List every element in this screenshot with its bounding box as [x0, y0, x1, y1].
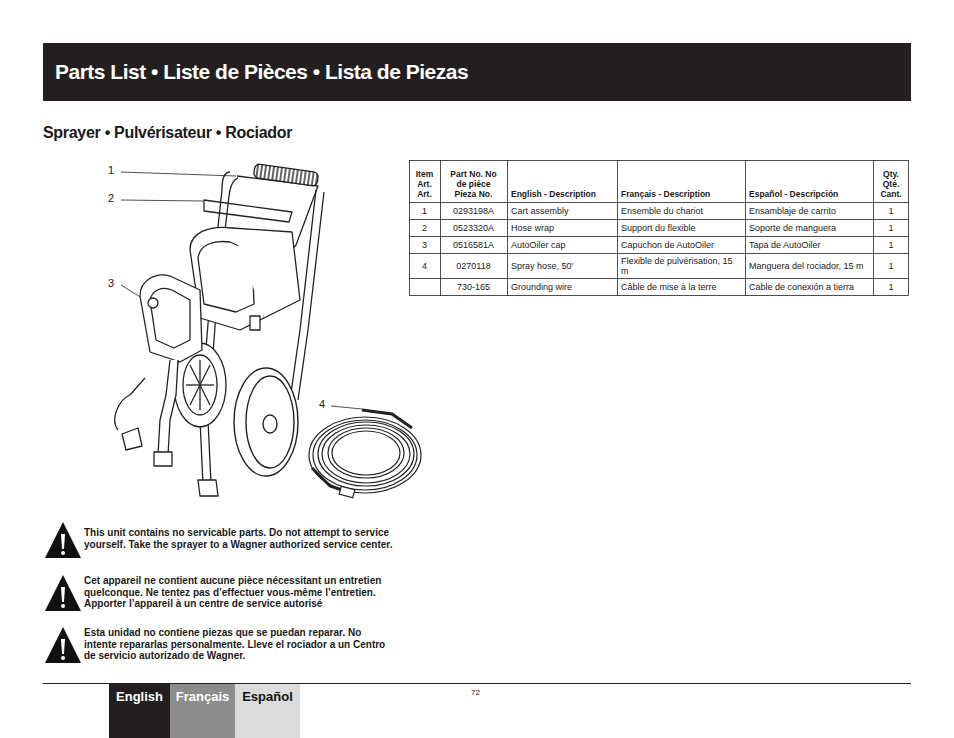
table-cell: AutoOiler cap	[507, 236, 617, 253]
cell-text: Câble de mise à la terre	[621, 282, 717, 292]
cell-text: 0516581A	[453, 240, 494, 250]
cell-text: 1	[888, 223, 893, 233]
table-cell: 1	[873, 236, 909, 253]
table-cell: 3	[409, 236, 440, 253]
cell-text: Ensamblaje de carrito	[749, 206, 836, 216]
cell-text: Spray hose, 50'	[511, 261, 573, 271]
table-cell: Grounding wire	[507, 278, 617, 296]
table-cell: 730-165	[440, 278, 507, 296]
cell-text: Manguera del rociador, 15 m	[749, 261, 864, 271]
cell-text: Capuchon de AutoOiler	[621, 240, 714, 250]
section-heading: Sprayer • Pulvérisateur • Rociador	[43, 124, 292, 142]
callout-number: 1	[108, 164, 114, 176]
cell-text: Cart assembly	[511, 206, 569, 216]
cell-text: Hose wrap	[511, 223, 554, 233]
table-cell: 1	[873, 278, 909, 296]
tab-label: Français	[176, 689, 229, 704]
table-cell: Spray hose, 50'	[507, 253, 617, 278]
cell-text: Français - Description	[621, 189, 710, 199]
table-cell: 1	[873, 253, 909, 278]
table-cell: Flexible de pulvérisation, 15 m	[617, 253, 745, 278]
table-header-cell: English - Description	[507, 160, 617, 202]
table-cell: 1	[409, 202, 440, 219]
table-cell: 0523320A	[440, 219, 507, 236]
table-cell: 1	[873, 202, 909, 219]
callout-number: 2	[108, 192, 114, 204]
cell-text: Qty. Qté. Cant.	[879, 169, 903, 199]
tab-label: Español	[242, 689, 293, 704]
page-number: 72	[471, 688, 480, 697]
language-tab: Español	[235, 684, 300, 738]
cell-text: 0270118	[456, 261, 490, 271]
table-cell: Soporte de manguera	[745, 219, 873, 236]
warning-text: This unit contains no servicable parts. …	[84, 527, 396, 550]
callout-number: 4	[319, 398, 325, 410]
cell-text: Grounding wire	[511, 282, 572, 292]
language-tab: English	[109, 684, 170, 738]
cell-text: Item Art. Art.	[413, 169, 436, 199]
table-cell: Cable de conexión a tierra	[745, 278, 873, 296]
callout-number: 3	[108, 277, 114, 289]
cell-text: Cable de conexión a tierra	[749, 282, 854, 292]
cell-text: 0293198A	[453, 206, 494, 216]
cell-text: Tapa de AutoOiler	[749, 240, 821, 250]
tab-label: English	[116, 689, 163, 704]
cell-text: 1	[888, 261, 893, 271]
table-cell: 0270118	[440, 253, 507, 278]
table-cell: Capuchon de AutoOiler	[617, 236, 745, 253]
cell-text: 1	[888, 240, 893, 250]
table-cell: 0293198A	[440, 202, 507, 219]
table-cell: Ensamblaje de carrito	[745, 202, 873, 219]
cell-text: 1	[422, 206, 427, 216]
page-title: Parts List • Liste de Pièces • Lista de …	[55, 60, 468, 84]
table-header-cell: Qty. Qté. Cant.	[873, 160, 909, 202]
cell-text: 730-165	[457, 282, 490, 292]
table-cell: 2	[409, 219, 440, 236]
table-cell: Tapa de AutoOiler	[745, 236, 873, 253]
warning-text: Cet appareil ne contient aucune pièce né…	[84, 575, 396, 610]
cell-text: 3	[422, 240, 427, 250]
cell-text: AutoOiler cap	[511, 240, 566, 250]
language-tab: Français	[170, 684, 235, 738]
cell-text: Español - Descripción	[749, 189, 838, 199]
table-cell: Support du flexible	[617, 219, 745, 236]
table-header-cell: Item Art. Art.	[409, 160, 440, 202]
cell-text: 4	[422, 261, 427, 271]
table-cell: Hose wrap	[507, 219, 617, 236]
cell-text: Soporte de manguera	[749, 223, 836, 233]
table-cell: Manguera del rociador, 15 m	[745, 253, 873, 278]
table-cell: 1	[873, 219, 909, 236]
cell-text: Part No. No de piéce Pieza No.	[448, 169, 500, 199]
cell-text: 0523320A	[453, 223, 494, 233]
warning-text: Esta unidad no contiene piezas que se pu…	[84, 627, 396, 662]
cell-text: Support du flexible	[621, 223, 696, 233]
table-cell: Câble de mise à la terre	[617, 278, 745, 296]
cell-text: Ensemble du chariot	[621, 206, 703, 216]
table-cell: 4	[409, 253, 440, 278]
table-cell: Ensemble du chariot	[617, 202, 745, 219]
cell-text: 1	[888, 282, 893, 292]
table-header-cell: Español - Descripción	[745, 160, 873, 202]
cell-text: English - Description	[511, 189, 596, 199]
table-header-cell: Part No. No de piéce Pieza No.	[440, 160, 507, 202]
cell-text: 1	[888, 206, 893, 216]
cell-text: 2	[422, 223, 427, 233]
table-header-cell: Français - Description	[617, 160, 745, 202]
cell-text: Flexible de pulvérisation, 15 m	[621, 256, 741, 276]
table-cell: 0516581A	[440, 236, 507, 253]
table-cell: Cart assembly	[507, 202, 617, 219]
